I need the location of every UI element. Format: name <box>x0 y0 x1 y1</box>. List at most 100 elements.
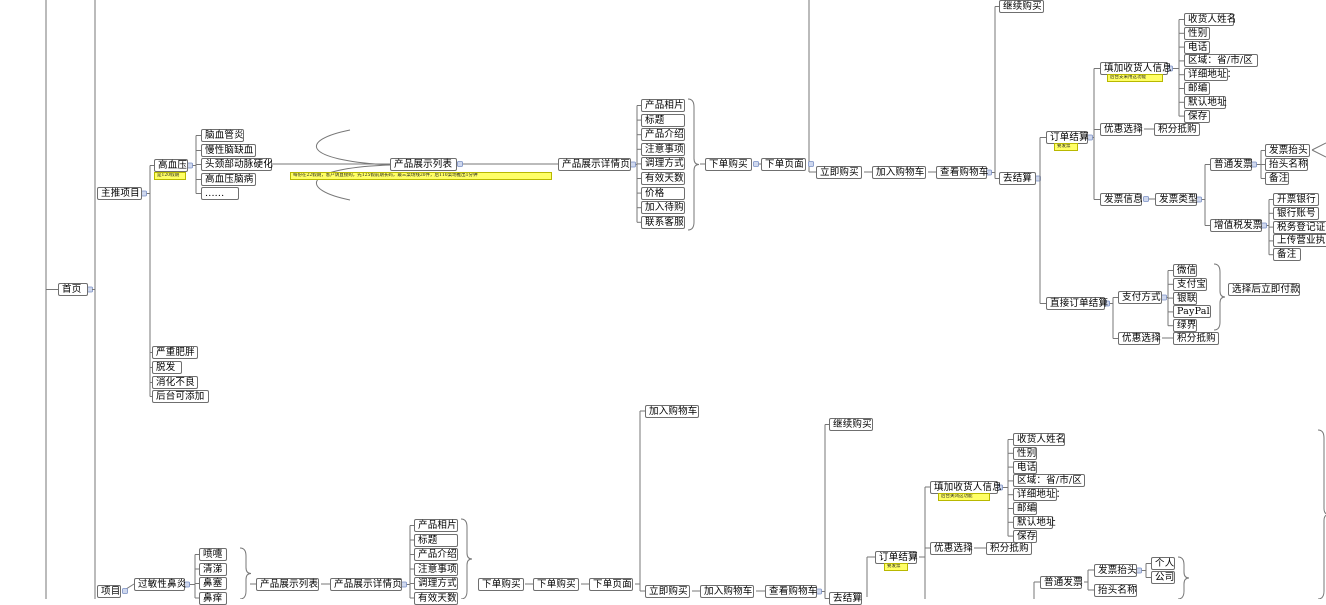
branch-projects[interactable]: 项目 <box>97 585 121 598</box>
normal-invoice-field-1[interactable]: 抬头名称 <box>1265 158 1308 171</box>
normal-invoice-field-2[interactable]: 备注 <box>1265 172 1289 185</box>
normal-invoice-field-0[interactable]: 发票抬头 <box>1265 144 1310 157</box>
header-option-0[interactable]: 个人 <box>1151 557 1175 570</box>
detail-item-b-2[interactable]: 产品介绍 <box>414 548 458 561</box>
pay-immediately-node[interactable]: 选择后立即付款 <box>1228 283 1300 296</box>
order-page-node-2[interactable]: 下单页面 <box>589 578 633 591</box>
buy-node-2a[interactable]: 下单购买 <box>478 578 524 591</box>
header-option-1[interactable]: 公司 <box>1151 571 1175 584</box>
detail-item-b-0[interactable]: 产品相片 <box>414 519 458 532</box>
order-page-node[interactable]: 下单页面 <box>761 158 806 171</box>
vat-invoice-field-4[interactable]: 备注 <box>1273 248 1301 262</box>
add-cart-node-2[interactable]: 加入购物车 <box>645 405 699 418</box>
discount-select-node-2[interactable]: 优惠选择 <box>1118 332 1161 345</box>
buy-now-node-2[interactable]: 立即购买 <box>645 585 690 598</box>
detail-item-b-1[interactable]: 标题 <box>414 533 458 547</box>
receiver-field-3[interactable]: 区域：省/市/区 <box>1184 54 1258 68</box>
discount-select-node[interactable]: 优惠选择 <box>1100 123 1143 136</box>
condition-cerebral-vasculitis[interactable]: 脑血管炎 <box>201 129 244 142</box>
condition-high-bp[interactable]: 高血压 <box>154 159 188 172</box>
vat-invoice-node[interactable]: 增值税发票 <box>1210 219 1262 232</box>
vat-invoice-field-3[interactable]: 上传营业执照 <box>1273 234 1326 248</box>
symptom-1[interactable]: 清涕 <box>199 562 227 576</box>
detail-item-1[interactable]: 标题 <box>641 113 685 127</box>
vat-invoice-field-1[interactable]: 银行账号 <box>1273 206 1319 220</box>
receiver-field-2[interactable]: 电话 <box>1184 40 1210 54</box>
product-list-node-2[interactable]: 产品展示列表 <box>256 578 319 591</box>
detail-item-b-5[interactable]: 有效天数 <box>414 591 458 605</box>
detail-item-2[interactable]: 产品介绍 <box>641 128 685 142</box>
continue-shopping-node[interactable]: 继续购买 <box>999 0 1044 13</box>
normal-invoice-header-2[interactable]: 发票抬头 <box>1094 564 1137 577</box>
view-cart-node-2[interactable]: 查看购物车 <box>765 585 817 598</box>
continue-shopping-node-2[interactable]: 继续购买 <box>829 418 873 431</box>
buy-node-2b[interactable]: 下单购买 <box>533 578 579 591</box>
detail-item-3[interactable]: 注意事项 <box>641 142 685 156</box>
detail-item-b-3[interactable]: 注意事项 <box>414 562 458 576</box>
receiver-field-6[interactable]: 默认地址 <box>1184 95 1227 109</box>
detail-item-6[interactable]: 价格 <box>641 186 685 200</box>
normal-invoice-node-2[interactable]: 普通发票 <box>1040 576 1083 589</box>
condition-arteriosclerosis[interactable]: 头颈部动脉硬化 <box>201 158 273 171</box>
product-detail-node[interactable]: 产品展示详情页 <box>558 158 631 171</box>
product-list-node[interactable]: 产品展示列表 <box>390 158 457 171</box>
receiver-field-b-2[interactable]: 电话 <box>1013 460 1037 474</box>
receiver-field-7[interactable]: 保存 <box>1184 109 1210 123</box>
normal-invoice-name-2[interactable]: 抬头名称 <box>1094 584 1137 597</box>
receiver-field-5[interactable]: 邮编 <box>1184 82 1210 95</box>
checkout-node[interactable]: 去结算 <box>999 172 1036 185</box>
vat-invoice-field-2[interactable]: 税务登记证号 <box>1273 220 1326 234</box>
buy-now-node[interactable]: 立即购买 <box>816 166 862 179</box>
payment-method-node[interactable]: 支付方式 <box>1118 291 1162 304</box>
normal-invoice-node[interactable]: 普通发票 <box>1210 158 1253 171</box>
branch-main-projects[interactable]: 主推项目 <box>97 187 142 200</box>
payment-option-2[interactable]: 银联 <box>1173 291 1197 305</box>
buy-node[interactable]: 下单购买 <box>705 158 752 171</box>
receiver-field-0[interactable]: 收货人姓名 <box>1184 13 1236 26</box>
vat-invoice-field-0[interactable]: 开票银行 <box>1273 193 1319 206</box>
receiver-field-b-7[interactable]: 保存 <box>1013 529 1037 543</box>
receiver-field-b-1[interactable]: 性别 <box>1013 446 1037 460</box>
symptom-2[interactable]: 鼻塞 <box>199 577 227 590</box>
add-cart-node-3[interactable]: 加入购物车 <box>700 585 754 598</box>
detail-item-b-4[interactable]: 调理方式 <box>414 577 458 590</box>
payment-option-4[interactable]: 绿界 <box>1173 319 1197 333</box>
product-detail-node-2[interactable]: 产品展示详情页 <box>330 578 402 591</box>
symptom-0[interactable]: 喷嚏 <box>199 548 227 561</box>
payment-option-1[interactable]: 支付宝 <box>1173 277 1207 291</box>
detail-item-5[interactable]: 有效天数 <box>641 172 685 185</box>
payment-option-3[interactable]: PayPal <box>1173 305 1211 319</box>
symptom-3[interactable]: 鼻痒 <box>199 591 227 605</box>
payment-option-0[interactable]: 微信 <box>1173 264 1197 277</box>
view-cart-node[interactable]: 查看购物车 <box>936 166 988 179</box>
receiver-field-b-3[interactable]: 区域：省/市/区 <box>1013 474 1085 488</box>
condition-indigestion[interactable]: 消化不良 <box>152 376 198 389</box>
receiver-field-b-4[interactable]: 详细地址： <box>1013 488 1065 502</box>
condition-more[interactable]: ...... <box>201 187 239 200</box>
detail-item-0[interactable]: 产品相片 <box>641 99 685 112</box>
points-node-2[interactable]: 积分抵购 <box>1173 332 1219 345</box>
receiver-field-4[interactable]: 详细地址： <box>1184 68 1236 82</box>
add-cart-node[interactable]: 加入购物车 <box>872 166 926 179</box>
receiver-field-b-5[interactable]: 邮编 <box>1013 502 1037 515</box>
discount-select-node-3[interactable]: 优惠选择 <box>930 542 973 555</box>
detail-item-8[interactable]: 联系客服 <box>641 215 685 229</box>
points-node[interactable]: 积分抵购 <box>1154 123 1200 136</box>
condition-addable[interactable]: 后台可添加 <box>152 390 209 403</box>
receiver-field-b-0[interactable]: 收货人姓名 <box>1013 433 1065 446</box>
receiver-field-b-6[interactable]: 默认地址 <box>1013 515 1056 529</box>
condition-hair-loss[interactable]: 脱发 <box>152 361 182 374</box>
detail-item-7[interactable]: 加入待购 <box>641 201 685 215</box>
invoice-info-node[interactable]: 发票信息 <box>1100 193 1143 206</box>
condition-obesity[interactable]: 严重肥胖 <box>152 346 198 359</box>
condition-allergic-rhinitis[interactable]: 过敏性鼻炎 <box>134 578 186 591</box>
root-node-home[interactable]: 首页 <box>58 283 88 296</box>
points-node-3[interactable]: 积分抵购 <box>986 542 1032 555</box>
note-receiver-2: 后台关闭这功能 <box>938 493 990 501</box>
detail-item-4[interactable]: 调理方式 <box>641 157 685 171</box>
condition-chronic-ischemia[interactable]: 慢性脑缺血 <box>201 144 256 157</box>
condition-hypertensive-encephalopathy[interactable]: 高血压脑病 <box>201 173 256 186</box>
receiver-field-1[interactable]: 性别 <box>1184 26 1210 40</box>
invoice-type-node[interactable]: 发票类型 <box>1155 193 1198 206</box>
direct-checkout-node[interactable]: 直接订单结算 <box>1046 297 1108 310</box>
